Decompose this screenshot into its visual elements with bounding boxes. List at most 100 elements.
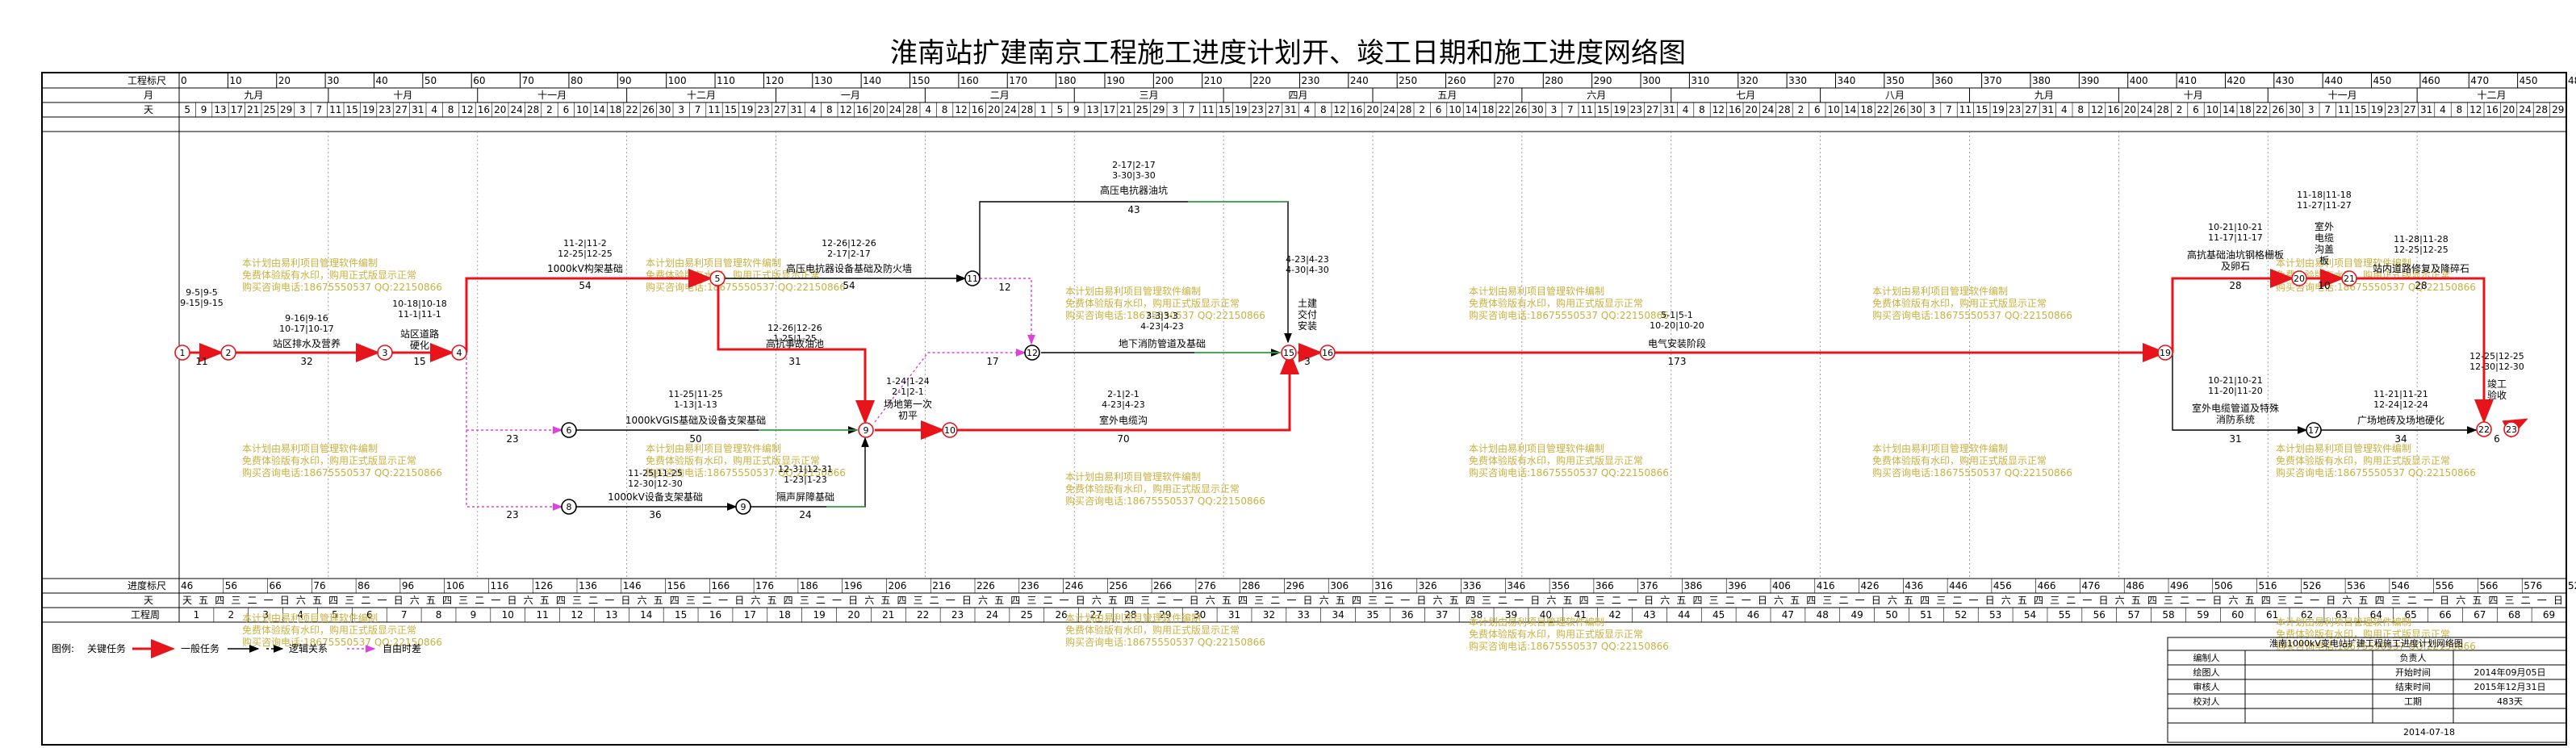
bottom-scale-tick: 436 bbox=[1905, 580, 1923, 591]
task-duration: 31 bbox=[2229, 433, 2241, 445]
day-cell: 6 bbox=[2193, 104, 2199, 115]
weekday-cell: 二 bbox=[588, 595, 598, 606]
day-cell: 10 bbox=[576, 104, 588, 115]
task-start-date: 11-2|11-2 bbox=[563, 238, 607, 249]
month-cell: 二月 bbox=[990, 90, 1010, 101]
weekday-cell: 日 bbox=[1871, 595, 1881, 606]
week-cell: 33 bbox=[1298, 609, 1310, 621]
task-duration: 54 bbox=[843, 280, 855, 291]
day-cell: 31 bbox=[1663, 104, 1675, 115]
weekday-cell: 三 bbox=[1368, 595, 1378, 606]
month-cell: 八月 bbox=[1885, 90, 1905, 101]
day-cell: 26 bbox=[1893, 104, 1905, 115]
day-cell: 12 bbox=[2091, 104, 2103, 115]
float-segments bbox=[759, 201, 1288, 508]
node-circle bbox=[2341, 270, 2357, 286]
top-scale-tick: 0 bbox=[181, 75, 187, 86]
day-cell: 29 bbox=[1152, 104, 1165, 115]
week-cell: 36 bbox=[1401, 609, 1413, 621]
day-cell: 31 bbox=[790, 104, 802, 115]
watermark-text: 本计划由易利项目管理软件编制 bbox=[242, 612, 378, 624]
top-scale-tick: 400 bbox=[2130, 75, 2148, 86]
weekday-cell: 四 bbox=[215, 595, 224, 606]
weekday-cell: 六 bbox=[2001, 595, 2011, 606]
watermark-text: 本计划由易利项目管理软件编制 bbox=[242, 442, 378, 454]
watermark-text: 购买咨询电话:18675550537 QQ:22150866 bbox=[2276, 466, 2476, 478]
weekday-cell: 一 bbox=[718, 595, 728, 606]
label-month-row: 月 bbox=[144, 90, 153, 101]
weekday-cell: 一 bbox=[378, 595, 387, 606]
day-cell: 10 bbox=[2206, 104, 2218, 115]
month-cell: 十月 bbox=[393, 90, 412, 101]
bottom-scale-tick: 446 bbox=[1949, 580, 1968, 591]
week-cell: 54 bbox=[2024, 609, 2036, 621]
top-scale-tick: 440 bbox=[2324, 75, 2343, 86]
bottom-scale-tick: 416 bbox=[1817, 580, 1835, 591]
title-block: 淮南1000kV变电站扩建工程施工进度计划网络图 编制人 负责人 绘图人 开始时… bbox=[2167, 637, 2567, 743]
weekday-cell: 六 bbox=[2342, 595, 2352, 606]
watermark-text: 免费体验版有水印，购用正式版显示正常 bbox=[1065, 297, 1240, 309]
task-name: 及卵石 bbox=[2221, 261, 2250, 272]
day-cell: 11 bbox=[1581, 104, 1593, 115]
day-cell: 15 bbox=[2354, 104, 2366, 115]
day-cell: 5 bbox=[184, 104, 190, 115]
watermark-text: 购买咨询电话:18675550537 QQ:22150866 bbox=[1469, 640, 1669, 652]
day-cell: 11 bbox=[1202, 104, 1214, 115]
weekday-cell: 一 bbox=[264, 595, 274, 606]
task-start-date: 11-25|11-25 bbox=[628, 468, 683, 478]
day-cell: 19 bbox=[1235, 104, 1247, 115]
week-cell: 7 bbox=[401, 609, 408, 621]
bottom-scale-tick: 526 bbox=[2302, 580, 2321, 591]
watermark-text: 本计划由易利项目管理软件编制 bbox=[2276, 257, 2411, 269]
top-scale-tick: 100 bbox=[668, 75, 687, 86]
arrow-4-5 bbox=[465, 269, 713, 353]
watermark-text: 免费体验版有水印，购用正式版显示正常 bbox=[2276, 454, 2450, 466]
top-scale-tick: 50 bbox=[424, 75, 437, 86]
watermark-text: 免费体验版有水印，购用正式版显示正常 bbox=[242, 269, 416, 281]
top-scale-tick: 260 bbox=[1448, 75, 1466, 86]
watermark-text: 本计划由易利项目管理软件编制 bbox=[646, 442, 781, 454]
top-scale-tick: 30 bbox=[327, 75, 339, 86]
day-cell: 19 bbox=[1613, 104, 1625, 115]
weekday-cell: 六 bbox=[2228, 595, 2238, 606]
day-cell: 3 bbox=[2308, 104, 2315, 115]
watermark-text: 免费体验版有水印，购用正式版显示正常 bbox=[242, 624, 416, 636]
week-cell: 44 bbox=[1678, 609, 1690, 621]
weekday-cell: 三 bbox=[2277, 595, 2287, 606]
day-cell: 7 bbox=[1567, 104, 1574, 115]
task-duration: 173 bbox=[1668, 356, 1687, 367]
task-name: 站区道路 bbox=[400, 328, 439, 340]
node-circle bbox=[2291, 270, 2307, 286]
weekday-cell: 四 bbox=[442, 595, 452, 606]
bottom-scale-tick: 556 bbox=[2436, 580, 2454, 591]
bottom-scale-tick: 146 bbox=[623, 580, 642, 591]
weekday-cell: 五 bbox=[880, 595, 890, 606]
weekday-cell: 四 bbox=[2034, 595, 2043, 606]
task-end-date: 1-25|1-25 bbox=[773, 333, 817, 344]
legend-normal-label: 一般任务 bbox=[181, 642, 220, 654]
weekday-cell: 四 bbox=[1124, 595, 1134, 606]
month-cell: 十月 bbox=[2184, 90, 2203, 101]
task-end-date: 12-24|12-24 bbox=[2373, 399, 2428, 410]
weekday-cell: 二 bbox=[2407, 595, 2417, 606]
weekday-cell: 五 bbox=[2018, 595, 2027, 606]
top-scale-tick: 220 bbox=[1252, 75, 1271, 86]
arrow-10-15 bbox=[957, 350, 1299, 432]
weekday-cell: 日 bbox=[1985, 595, 1995, 606]
weekday-cell: 二 bbox=[2180, 595, 2189, 606]
virtual-duration: 23 bbox=[506, 509, 518, 520]
bottom-scale-tick: 536 bbox=[2347, 580, 2365, 591]
weekday-cell: 日 bbox=[2326, 595, 2336, 606]
node-number: 22 bbox=[2478, 424, 2490, 435]
task-duration: 15 bbox=[413, 356, 425, 367]
day-cell: 24 bbox=[2519, 104, 2531, 115]
day-cell: 17 bbox=[1103, 104, 1115, 115]
bottom-scale-tick: 326 bbox=[1419, 580, 1437, 591]
task-name: 安装 bbox=[1298, 320, 1317, 332]
week-cell: 13 bbox=[605, 609, 617, 621]
weekday-cell: 一 bbox=[2196, 595, 2206, 606]
weekday-cell: 一 bbox=[1514, 595, 1524, 606]
week-cell: 4 bbox=[297, 609, 303, 621]
watermark-text: 购买咨询电话:18675550537 QQ:22150866 bbox=[1469, 309, 1669, 321]
weekday-cell: 一 bbox=[1969, 595, 1979, 606]
